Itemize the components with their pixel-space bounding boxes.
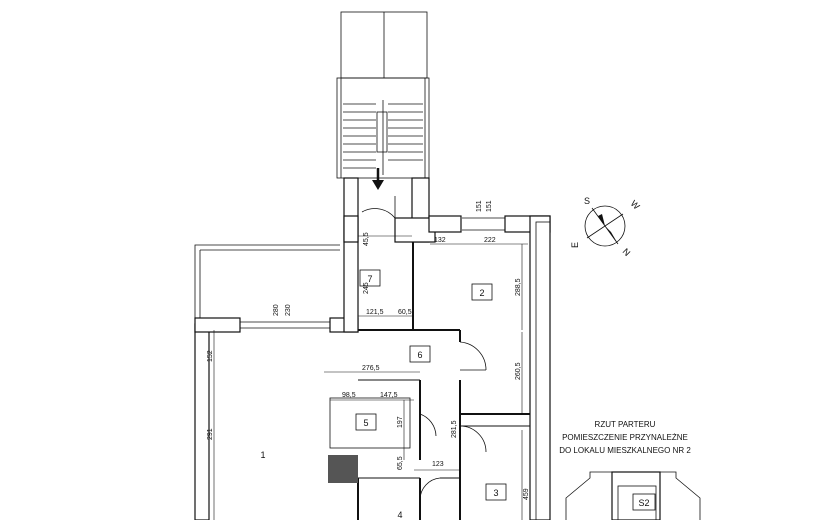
dim-top-corridor-a: 151 xyxy=(476,200,483,212)
dimension-lines xyxy=(213,235,660,520)
room-label-3: 3 xyxy=(493,488,498,498)
compass-label-e: E xyxy=(570,242,580,248)
room-label-4: 4 xyxy=(397,510,402,520)
dim-top-corridor-b: 151 xyxy=(486,200,493,212)
room-label-6: 6 xyxy=(417,350,422,360)
compass: S W E N xyxy=(570,196,642,258)
dim-room2-left: 132 xyxy=(434,237,446,244)
dim-room1-mid: 291 xyxy=(207,428,214,440)
dim-room2-height-top: 288,5 xyxy=(515,278,522,296)
storage-inset: S2 xyxy=(565,471,701,520)
dim-room1-top: 152 xyxy=(207,350,214,362)
dimension-labels: 151 151 45,5 245 121,5 60,5 132 222 288,… xyxy=(207,200,646,500)
plan-legend: RZUT PARTERU POMIESZCZENIE PRZYNALEŻNE D… xyxy=(559,420,691,455)
legend-line-2: POMIESZCZENIE PRZYNALEŻNE xyxy=(562,433,688,442)
room-label-7: 7 xyxy=(367,274,372,284)
dim-window-a: 280 xyxy=(273,304,280,316)
room-label-1: 1 xyxy=(260,450,265,460)
entrance-arrow-icon xyxy=(372,168,384,190)
dim-room5-height: 197 xyxy=(397,416,404,428)
stair-treads xyxy=(343,103,423,169)
dim-room3-width: 123 xyxy=(432,461,444,468)
room-labels: 1 2 3 4 5 6 7 xyxy=(260,269,507,520)
balcony xyxy=(194,217,505,329)
compass-label-s: S xyxy=(584,196,590,206)
dim-room2-height-bottom: 260,5 xyxy=(515,362,522,380)
dim-corridor-b: 60,5 xyxy=(398,309,412,316)
dim-room5-left: 98,5 xyxy=(342,392,356,399)
dim-room5-right: 147,5 xyxy=(380,392,398,399)
dim-room3-height: 459 xyxy=(523,488,530,500)
legend-line-1: RZUT PARTERU xyxy=(595,420,656,429)
dim-room2-right: 222 xyxy=(484,237,496,244)
legend-line-3: DO LOKALU MIESZKALNEGO NR 2 xyxy=(559,446,691,455)
dim-room7-width: 45,5 xyxy=(363,232,370,246)
walls xyxy=(194,177,551,520)
doors xyxy=(361,196,487,501)
room-label-5: 5 xyxy=(363,418,368,428)
compass-label-w: W xyxy=(629,198,642,211)
staircase xyxy=(336,11,430,190)
storage-label: S2 xyxy=(638,498,649,508)
dim-wall-hall: 281,5 xyxy=(451,420,458,438)
dim-corridor-a: 121,5 xyxy=(366,309,384,316)
dim-room7-height: 245 xyxy=(363,282,370,294)
dim-hall-width: 276,5 xyxy=(362,365,380,372)
dim-window-b: 230 xyxy=(285,304,292,316)
dim-room4-small: 65,5 xyxy=(397,456,404,470)
room-label-2: 2 xyxy=(479,288,484,298)
compass-label-n: N xyxy=(621,246,633,258)
